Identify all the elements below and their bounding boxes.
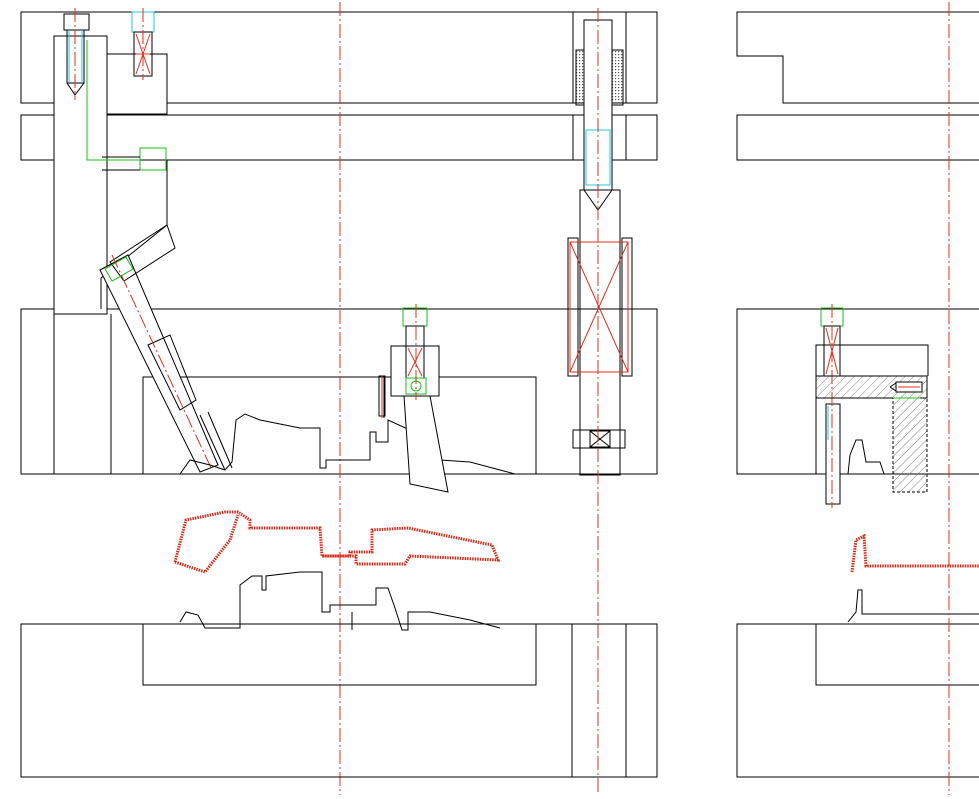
side-bolt bbox=[820, 304, 844, 508]
formed-part-main bbox=[173, 510, 501, 566]
angled-cam-slide bbox=[99, 224, 233, 473]
guide-post-assembly bbox=[567, 8, 633, 795]
side-view bbox=[736, 2, 979, 795]
socket-head-bolt-left bbox=[63, 8, 90, 100]
lower-die-pocket bbox=[142, 624, 537, 686]
formed-part-side bbox=[850, 533, 979, 573]
upper-die-block bbox=[20, 308, 658, 475]
side-backing-plate bbox=[736, 114, 979, 161]
lower-die-shoe bbox=[20, 623, 658, 778]
cam-driver-top-block bbox=[106, 53, 168, 115]
spring-pocket-top bbox=[131, 8, 155, 80]
side-slide-block bbox=[892, 397, 928, 493]
upper-backing-plate bbox=[20, 114, 658, 161]
side-die-block bbox=[736, 308, 979, 475]
side-lower-profile bbox=[847, 589, 979, 623]
pilot-pin bbox=[378, 375, 386, 418]
cam-driver-block bbox=[53, 35, 108, 315]
side-upper-shoe bbox=[736, 11, 979, 104]
side-small-screw bbox=[889, 381, 923, 393]
stripper-assembly bbox=[390, 304, 449, 493]
main-view bbox=[20, 2, 658, 795]
guide-line bbox=[86, 40, 140, 161]
side-lower-shoe bbox=[736, 623, 979, 778]
